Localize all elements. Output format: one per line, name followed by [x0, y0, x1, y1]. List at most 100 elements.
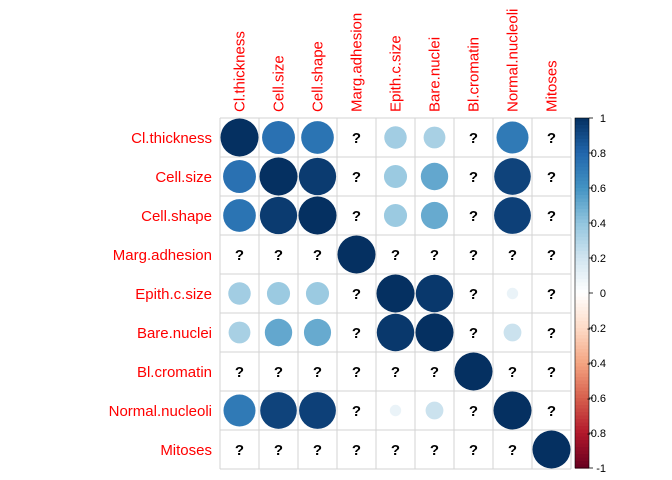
missing-value-marker: ? [469, 286, 478, 303]
correlation-circle [384, 126, 407, 149]
colorbar-segment [575, 307, 589, 312]
correlation-circle [228, 321, 251, 344]
colorbar-segment [575, 289, 589, 294]
missing-value-marker: ? [352, 403, 361, 420]
colorbar-segment [575, 216, 589, 221]
colorbar-segment [575, 181, 589, 186]
colorbar-segment [575, 345, 589, 350]
colorbar-segment [575, 163, 589, 168]
colorbar-segment [575, 139, 589, 144]
correlation-circle [266, 281, 291, 306]
correlation-circle [262, 121, 295, 154]
colorbar-segment [575, 142, 589, 147]
missing-value-marker: ? [352, 364, 361, 381]
missing-value-marker: ? [352, 169, 361, 186]
correlation-circle [415, 274, 454, 313]
missing-value-marker: ? [469, 403, 478, 420]
correlation-circle [389, 404, 402, 417]
colorbar-segment [575, 370, 589, 375]
missing-value-marker: ? [430, 442, 439, 459]
colorbar-segment [575, 324, 589, 329]
correlation-circle [493, 391, 532, 430]
colorbar-segment [575, 359, 589, 364]
colorbar-segment [575, 426, 589, 431]
colorbar-segment [575, 146, 589, 151]
colorbar-segment [575, 149, 589, 154]
missing-value-marker: ? [547, 364, 556, 381]
colorbar-segment [575, 205, 589, 210]
colorbar-segment [575, 461, 589, 466]
correlation-circle [223, 160, 256, 193]
correlation-circle [223, 199, 256, 232]
colorbar-segment [575, 251, 589, 256]
correlation-circle [223, 394, 256, 427]
colorbar-segment [575, 223, 589, 228]
colorbar-segment [575, 401, 589, 406]
missing-value-marker: ? [469, 325, 478, 342]
colorbar-segment [575, 338, 589, 343]
correlation-circle [496, 121, 529, 154]
colorbar-segment [575, 237, 589, 242]
row-label: Normal.nucleoli [109, 403, 212, 420]
row-label: Marg.adhesion [113, 247, 212, 264]
colorbar-segment [575, 419, 589, 424]
correlation-circle [420, 162, 449, 191]
colorbar-tick-label: 0.2 [591, 253, 606, 265]
colorbar-segment [575, 447, 589, 452]
row-label: Epith.c.size [135, 286, 212, 303]
colorbar-segment [575, 279, 589, 284]
missing-value-marker: ? [313, 442, 322, 459]
colorbar-segment [575, 209, 589, 214]
colorbar-segment [575, 167, 589, 172]
missing-value-marker: ? [391, 442, 400, 459]
correlation-circle [506, 287, 519, 300]
column-label: Mitoses [544, 60, 561, 112]
correlation-circle [298, 196, 337, 235]
column-label: Bl.cromatin [466, 37, 483, 112]
missing-value-marker: ? [352, 286, 361, 303]
colorbar-segment [575, 128, 589, 133]
colorbar-segment [575, 121, 589, 126]
missing-value-marker: ? [274, 247, 283, 264]
missing-value-marker: ? [274, 364, 283, 381]
correlation-circle [376, 274, 415, 313]
colorbar-segment [575, 422, 589, 427]
row-label: Mitoses [160, 442, 212, 459]
missing-value-marker: ? [235, 247, 244, 264]
missing-value-marker: ? [235, 364, 244, 381]
colorbar-tick-label: 1 [600, 113, 606, 125]
colorbar-segment [575, 247, 589, 252]
correlation-circle [259, 157, 298, 196]
correlation-circle [383, 164, 408, 189]
colorbar-segment [575, 174, 589, 179]
colorbar-segment [575, 310, 589, 315]
missing-value-marker: ? [352, 442, 361, 459]
column-label: Marg.adhesion [349, 13, 366, 112]
colorbar-segment [575, 240, 589, 245]
colorbar-segment [575, 408, 589, 413]
missing-value-marker: ? [547, 325, 556, 342]
missing-value-marker: ? [547, 286, 556, 303]
correlation-circle [305, 281, 330, 306]
correlation-circle [376, 313, 415, 352]
row-label: Bare.nuclei [137, 325, 212, 342]
row-label: Bl.cromatin [137, 364, 212, 381]
colorbar-segment [575, 464, 589, 469]
missing-value-marker: ? [352, 208, 361, 225]
colorbar-segment [575, 202, 589, 207]
missing-value-marker: ? [430, 364, 439, 381]
colorbar-segment [575, 160, 589, 165]
missing-value-marker: ? [469, 247, 478, 264]
correlation-circle [423, 126, 446, 149]
correlation-circle [532, 430, 571, 469]
colorbar-segment [575, 132, 589, 137]
correlation-circle [303, 318, 332, 347]
colorbar-segment [575, 443, 589, 448]
colorbar-segment [575, 254, 589, 259]
correlation-circle [260, 392, 297, 429]
colorbar-segment [575, 125, 589, 130]
colorbar-segment [575, 352, 589, 357]
missing-value-marker: ? [313, 364, 322, 381]
row-label: Cell.shape [141, 208, 212, 225]
